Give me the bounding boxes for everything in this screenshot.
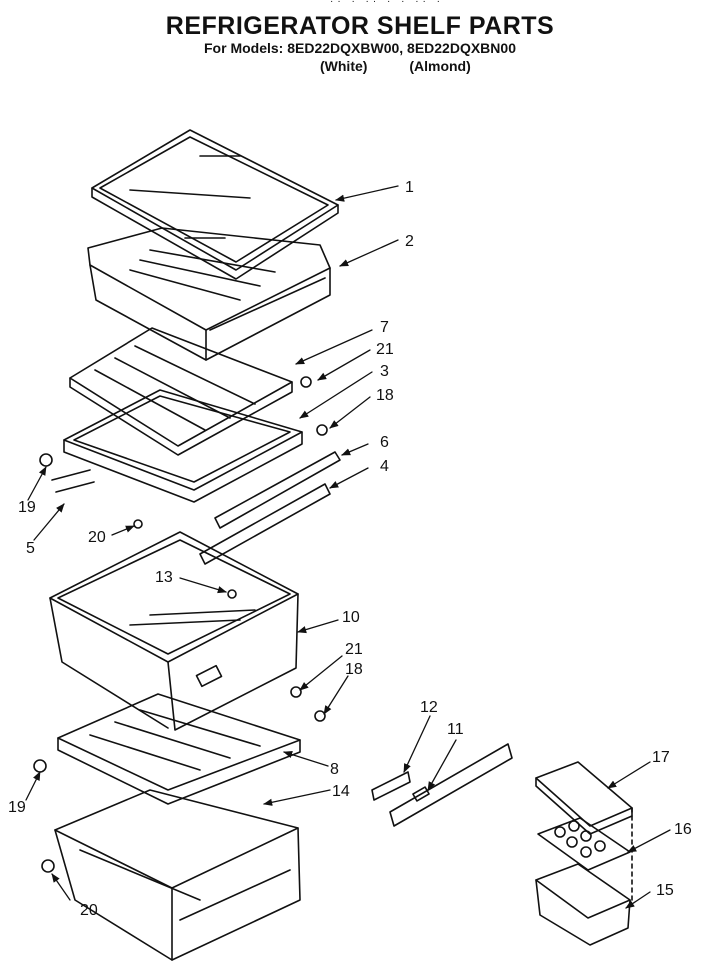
model-numbers: For Models: 8ED22DQXBW00, 8ED22DQXBN00 bbox=[204, 40, 516, 56]
callout-18b: 18 bbox=[345, 661, 363, 678]
callout-13: 13 bbox=[155, 569, 173, 586]
part-bottom-crisper bbox=[54, 789, 301, 961]
callout-5: 5 bbox=[26, 540, 35, 557]
callout-2: 2 bbox=[405, 233, 414, 250]
color-white: (White) bbox=[320, 58, 368, 74]
callout-11: 11 bbox=[447, 721, 464, 738]
callout-14: 14 bbox=[332, 783, 350, 800]
part-shelf-frame bbox=[51, 389, 303, 503]
header-fragment: ·· · ·· · · ·· · bbox=[330, 0, 444, 7]
callout-6: 6 bbox=[380, 434, 389, 451]
callout-10: 10 bbox=[342, 609, 360, 626]
callout-18: 18 bbox=[376, 387, 394, 404]
callout-19b: 19 bbox=[8, 799, 26, 816]
callout-15: 15 bbox=[656, 882, 674, 899]
color-variants: (White) (Almond) bbox=[320, 58, 509, 74]
part-crisper-frame bbox=[87, 227, 331, 361]
callout-4: 4 bbox=[380, 458, 389, 475]
callout-7: 7 bbox=[380, 319, 389, 336]
part-lower-shelf bbox=[57, 693, 301, 805]
page-title: REFRIGERATOR SHELF PARTS bbox=[165, 12, 555, 40]
callout-20b: 20 bbox=[80, 902, 98, 919]
callout-8: 8 bbox=[330, 761, 339, 778]
callout-16: 16 bbox=[674, 821, 692, 838]
part-egg-bin bbox=[535, 761, 633, 946]
callout-19: 19 bbox=[18, 499, 36, 516]
callout-12: 12 bbox=[420, 699, 438, 716]
part-fasteners bbox=[33, 376, 328, 873]
callout-17: 17 bbox=[652, 749, 670, 766]
callout-3: 3 bbox=[380, 363, 389, 380]
part-rails bbox=[199, 451, 341, 565]
part-crisper-cover bbox=[91, 129, 339, 280]
part-bracket-rail bbox=[371, 743, 513, 827]
callout-20: 20 bbox=[88, 529, 106, 546]
callout-leaders bbox=[25, 185, 671, 909]
color-almond: (Almond) bbox=[409, 58, 471, 74]
callout-21: 21 bbox=[376, 341, 394, 358]
part-glass-shelf bbox=[69, 327, 293, 456]
callout-1: 1 bbox=[405, 179, 414, 196]
part-pan-drawer bbox=[49, 531, 299, 731]
callout-numbers: 1 2 7 21 3 18 6 4 19 5 20 13 10 21 18 12… bbox=[8, 179, 692, 919]
callout-21b: 21 bbox=[345, 641, 363, 658]
